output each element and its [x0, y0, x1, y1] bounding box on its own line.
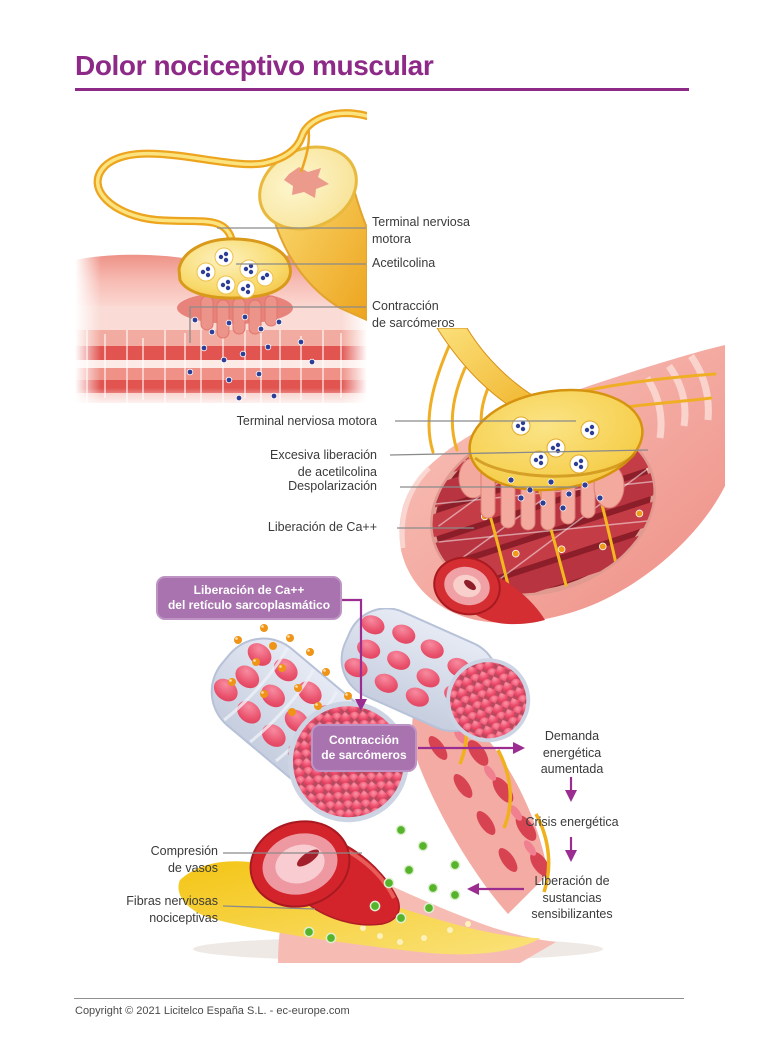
page-title: Dolor nociceptivo muscular	[75, 50, 434, 81]
striated-muscle	[75, 248, 367, 408]
flow-demanda-energetica: Demanda energética aumentada	[540, 729, 604, 776]
figure-excessive-release-junction	[399, 328, 725, 625]
figure-normal-neuromuscular-junction	[75, 109, 367, 408]
acetylcholine-vesicles	[196, 247, 274, 299]
label-terminal-nerviosa-motora-1: Terminal nerviosa motora	[372, 215, 470, 246]
label-liberacion-ca: Liberación de Ca++	[267, 520, 377, 534]
label-despolarizacion: Despolarización	[288, 479, 377, 493]
label-terminal-nerviosa-motora-2: Terminal nerviosa motora	[236, 414, 377, 428]
sensitizing-substance-dots	[303, 824, 461, 944]
footer-divider	[74, 998, 684, 999]
label-acetilcolina: Acetilcolina	[372, 256, 436, 270]
released-acetylcholine-dots	[507, 476, 604, 512]
title-underline	[75, 88, 689, 91]
motor-endplate	[177, 237, 292, 300]
motor-axon	[93, 109, 367, 262]
callout-contraccion-sarcomeros: Contracción de sarcómeros	[311, 724, 417, 772]
label-contraccion-sarcomeros-1: Contracción de sarcómeros	[372, 299, 455, 330]
callout-liberacion-ca-reticulo: Liberación de Ca++ del retículo sarcopla…	[156, 576, 342, 620]
label-compresion-vasos: Compresión de vasos	[150, 844, 218, 875]
nerve-trunk-cut	[258, 125, 367, 322]
flow-liberacion-sustancias: Liberación de sustancias sensibilizantes	[531, 874, 613, 921]
calcium-ion-dots	[228, 624, 352, 716]
blood-vessel	[433, 556, 545, 625]
label-fibras-nerviosas: Fibras nerviosas nociceptivas	[126, 894, 218, 925]
label-excesiva-liberacion: Excesiva liberación de acetilcolina	[270, 448, 377, 479]
flow-crisis-energetica: Crisis energética	[525, 815, 619, 829]
copyright-text: Copyright © 2021 Licitelco España S.L. -…	[75, 1005, 350, 1017]
